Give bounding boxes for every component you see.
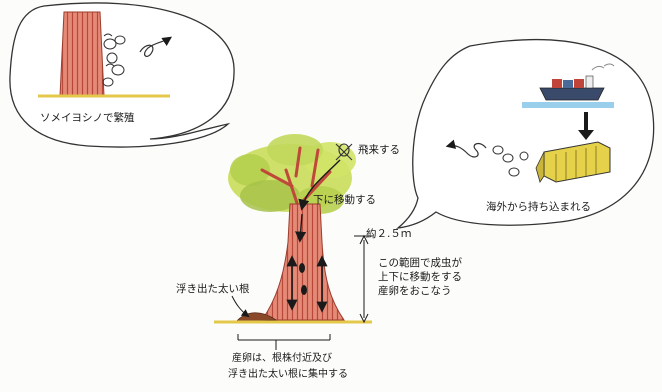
trunk-beetles — [299, 263, 307, 295]
height-dimension — [354, 234, 374, 324]
height-label: 約２.５ｍ — [366, 228, 412, 240]
range-note-line-3: 産卵をおこなう — [378, 285, 452, 297]
left-beetles — [102, 33, 126, 87]
root-leader-line — [231, 295, 250, 318]
cargo-container — [535, 141, 611, 183]
root-label: 浮き出た太い根 — [176, 283, 250, 295]
egg-note-bracket — [237, 334, 331, 350]
left-tree-trunk — [59, 11, 105, 97]
move-down-label: 下に移動する — [313, 194, 376, 206]
tree-trunk — [261, 203, 345, 321]
flying-beetle-icon — [335, 143, 353, 161]
range-note-line-2: 上下に移動をする — [378, 271, 462, 283]
left-speech-bubble — [9, 2, 235, 148]
right-flight-path — [445, 139, 487, 158]
left-bubble-caption: ソメイヨシノで繁殖 — [40, 112, 135, 124]
egg-note-line-1: 産卵は、根株付近及び — [232, 353, 332, 364]
right-bubble-caption: 海外から持ち込まれる — [486, 201, 591, 213]
move-down-arrow — [295, 213, 307, 243]
fly-in-arrow — [298, 159, 341, 211]
egg-note-line-2: 浮き出た太い根に集中する — [228, 369, 348, 380]
right-beetles — [492, 145, 529, 177]
left-flight-path — [139, 36, 172, 57]
range-note-line-1: この範囲で成虫が — [378, 257, 462, 269]
trunk-movement-arrows — [286, 255, 328, 313]
cargo-ship — [522, 63, 615, 108]
fly-in-label: 飛来する — [358, 144, 400, 156]
